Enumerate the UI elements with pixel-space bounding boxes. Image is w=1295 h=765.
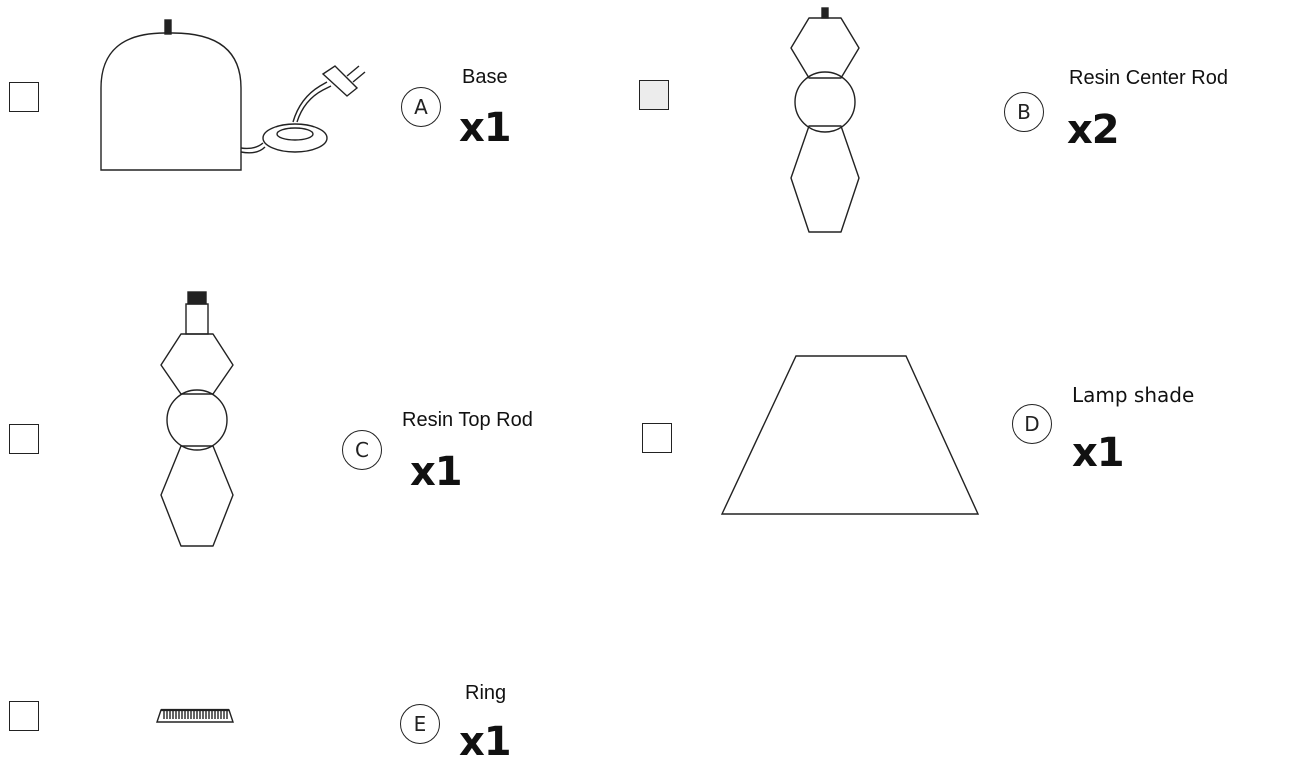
part-letter-c: C xyxy=(342,430,382,470)
part-qty-resin-center-rod: x2 xyxy=(1067,107,1120,153)
resin-center-rod-illustration xyxy=(790,7,860,233)
part-qty-base: x1 xyxy=(459,105,512,151)
part-name-lamp-shade: Lamp shade xyxy=(1072,383,1195,407)
part-qty-ring: x1 xyxy=(459,719,512,765)
checkbox-part-e[interactable] xyxy=(9,701,39,731)
ring-illustration xyxy=(156,708,234,723)
checkbox-part-b[interactable] xyxy=(639,80,669,110)
part-name-resin-top-rod: Resin Top Rod xyxy=(402,409,533,431)
resin-top-rod-illustration xyxy=(160,291,234,547)
part-name-ring: Ring xyxy=(465,682,507,704)
part-qty-lamp-shade: x1 xyxy=(1072,430,1125,476)
checkbox-part-a[interactable] xyxy=(9,82,39,112)
part-letter-d: D xyxy=(1012,404,1052,444)
checkbox-part-c[interactable] xyxy=(9,424,39,454)
part-letter-e: E xyxy=(400,704,440,744)
part-letter-a: A xyxy=(401,87,441,127)
part-qty-resin-top-rod: x1 xyxy=(410,449,463,495)
base-illustration xyxy=(100,19,366,171)
lamp-shade-illustration xyxy=(720,355,980,515)
part-letter-b: B xyxy=(1004,92,1044,132)
checkbox-part-d[interactable] xyxy=(642,423,672,453)
part-name-resin-center-rod: Resin Center Rod xyxy=(1069,67,1228,89)
part-name-base: Base xyxy=(462,66,508,88)
